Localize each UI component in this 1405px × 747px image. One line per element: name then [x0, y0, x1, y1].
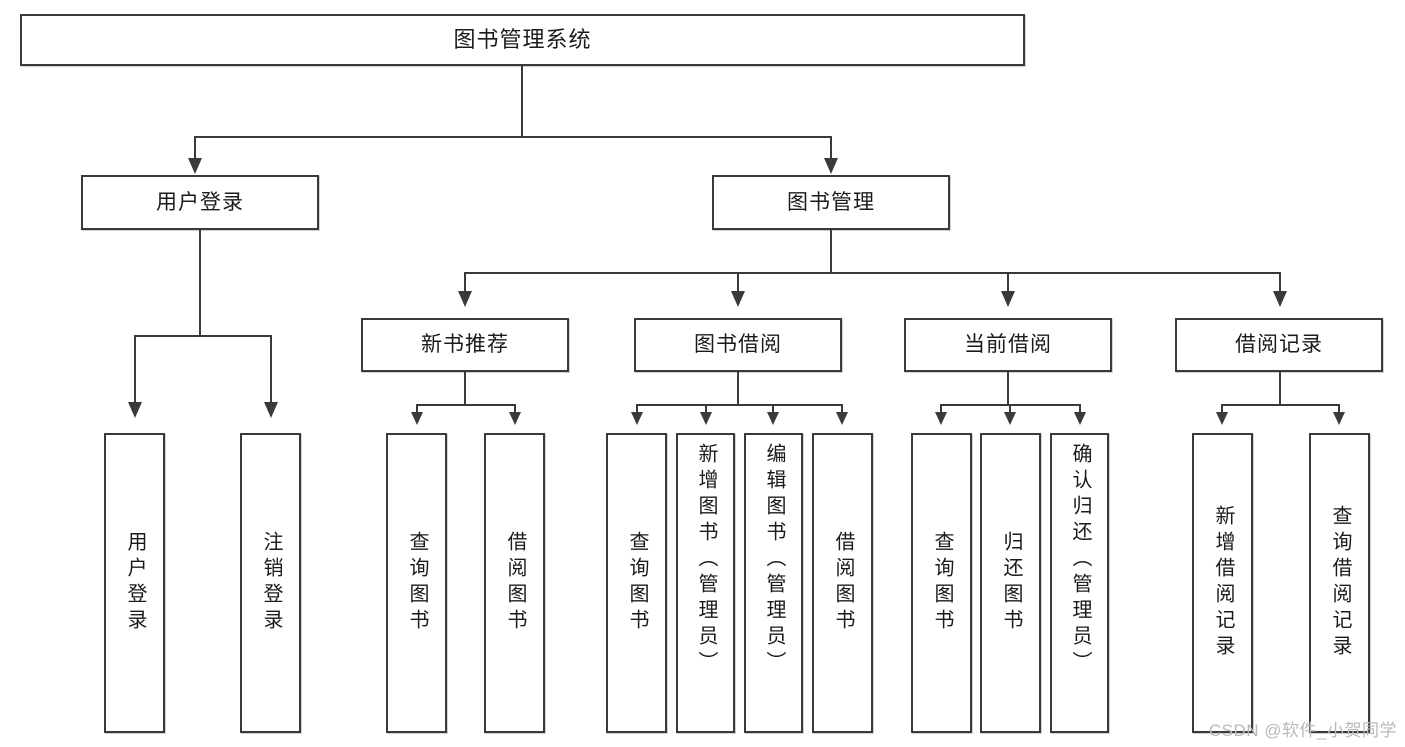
node-label: 新书推荐: [421, 333, 509, 357]
connector-user-login-bus: [134, 335, 272, 337]
connector-book-manage-drop-4: [1279, 272, 1281, 294]
connector-book-borrow-stem: [737, 372, 739, 405]
leaf-label: 借阅图书: [832, 531, 854, 635]
leaf-label: 借阅图书: [504, 531, 526, 635]
node-root-system[interactable]: 图书管理系统: [20, 14, 1025, 66]
node-label: 当前借阅: [964, 333, 1052, 357]
arrowhead-book-borrow-leaf-4: [836, 412, 848, 425]
connector-root-drop-right: [830, 136, 832, 162]
arrowhead-book-borrow-leaf-1: [631, 412, 643, 425]
leaf-label: 归还图书: [1000, 531, 1022, 635]
connector-book-borrow-drop-2: [705, 404, 707, 414]
connector-root-bus: [194, 136, 832, 138]
arrowhead-user-login-1: [128, 402, 142, 418]
leaf-label: 新增图书（管理员）: [695, 443, 717, 677]
leaf-book-borrow-add[interactable]: 新增图书（管理员）: [676, 433, 735, 733]
arrowhead-borrow-record-leaf-1: [1216, 412, 1228, 425]
leaf-label: 查询图书: [406, 531, 428, 635]
node-label: 图书借阅: [694, 333, 782, 357]
node-borrow-record[interactable]: 借阅记录: [1175, 318, 1383, 372]
leaf-label: 用户登录: [124, 531, 146, 635]
leaf-borrow-record-query[interactable]: 查询借阅记录: [1309, 433, 1370, 733]
connector-current-borrow-stem: [1007, 372, 1009, 405]
connector-current-borrow-drop-1: [940, 404, 942, 414]
leaf-label: 确认归还（管理员）: [1069, 443, 1091, 677]
connector-current-borrow-drop-3: [1079, 404, 1081, 414]
node-label: 图书管理: [787, 190, 875, 214]
connector-new-book-stem: [464, 372, 466, 405]
node-label: 图书管理系统: [453, 26, 592, 52]
connector-new-book-bus: [416, 404, 516, 406]
connector-user-login-stem: [199, 230, 201, 336]
node-new-book-recommend[interactable]: 新书推荐: [361, 318, 569, 372]
leaf-current-borrow-confirm[interactable]: 确认归还（管理员）: [1050, 433, 1109, 733]
connector-borrow-record-drop-1: [1221, 404, 1223, 414]
leaf-book-borrow-borrow[interactable]: 借阅图书: [812, 433, 873, 733]
leaf-user-login-login[interactable]: 用户登录: [104, 433, 165, 733]
connector-new-book-drop-1: [416, 404, 418, 414]
arrowhead-book-borrow-leaf-3: [767, 412, 779, 425]
leaf-book-borrow-edit[interactable]: 编辑图书（管理员）: [744, 433, 803, 733]
node-label: 用户登录: [156, 190, 244, 214]
arrowhead-user-login-2: [264, 402, 278, 418]
leaf-borrow-record-add[interactable]: 新增借阅记录: [1192, 433, 1253, 733]
leaf-label: 查询借阅记录: [1329, 505, 1351, 661]
leaf-new-book-query[interactable]: 查询图书: [386, 433, 447, 733]
arrowhead-current-borrow-leaf-1: [935, 412, 947, 425]
node-label: 借阅记录: [1235, 333, 1323, 357]
arrowhead-to-book-manage: [824, 158, 838, 174]
leaf-user-login-logout[interactable]: 注销登录: [240, 433, 301, 733]
arrowhead-current-borrow-leaf-2: [1004, 412, 1016, 425]
arrowhead-new-book-leaf-1: [411, 412, 423, 425]
connector-book-borrow-bus: [636, 404, 843, 406]
node-book-management[interactable]: 图书管理: [712, 175, 950, 230]
connector-book-borrow-drop-3: [772, 404, 774, 414]
connector-book-manage-drop-2: [737, 272, 739, 294]
connector-new-book-drop-2: [514, 404, 516, 414]
arrowhead-current-borrow: [1001, 291, 1015, 307]
arrowhead-to-user-login: [188, 158, 202, 174]
arrowhead-book-borrow-leaf-2: [700, 412, 712, 425]
leaf-label: 查询图书: [626, 531, 648, 635]
connector-root-stem: [521, 66, 523, 137]
leaf-current-borrow-return[interactable]: 归还图书: [980, 433, 1041, 733]
connector-book-manage-bus: [464, 272, 1281, 274]
node-user-login[interactable]: 用户登录: [81, 175, 319, 230]
leaf-book-borrow-query[interactable]: 查询图书: [606, 433, 667, 733]
arrowhead-new-book-leaf-2: [509, 412, 521, 425]
connector-user-login-drop-2: [270, 335, 272, 405]
arrowhead-borrow-record: [1273, 291, 1287, 307]
arrowhead-new-book: [458, 291, 472, 307]
connector-borrow-record-stem: [1279, 372, 1281, 405]
connector-borrow-record-drop-2: [1338, 404, 1340, 414]
leaf-label: 查询图书: [931, 531, 953, 635]
node-current-borrow[interactable]: 当前借阅: [904, 318, 1112, 372]
connector-user-login-drop-1: [134, 335, 136, 405]
connector-root-drop-left: [194, 136, 196, 162]
connector-book-borrow-drop-1: [636, 404, 638, 414]
node-book-borrow[interactable]: 图书借阅: [634, 318, 842, 372]
connector-book-borrow-drop-4: [841, 404, 843, 414]
connector-book-manage-drop-3: [1007, 272, 1009, 294]
leaf-new-book-borrow[interactable]: 借阅图书: [484, 433, 545, 733]
leaf-current-borrow-query[interactable]: 查询图书: [911, 433, 972, 733]
arrowhead-borrow-record-leaf-2: [1333, 412, 1345, 425]
connector-book-manage-stem: [830, 230, 832, 273]
leaf-label: 新增借阅记录: [1212, 505, 1234, 661]
connector-borrow-record-bus: [1221, 404, 1340, 406]
arrowhead-current-borrow-leaf-3: [1074, 412, 1086, 425]
connector-book-manage-drop-1: [464, 272, 466, 294]
leaf-label: 编辑图书（管理员）: [763, 443, 785, 677]
arrowhead-book-borrow: [731, 291, 745, 307]
connector-current-borrow-drop-2: [1009, 404, 1011, 414]
leaf-label: 注销登录: [260, 531, 282, 635]
